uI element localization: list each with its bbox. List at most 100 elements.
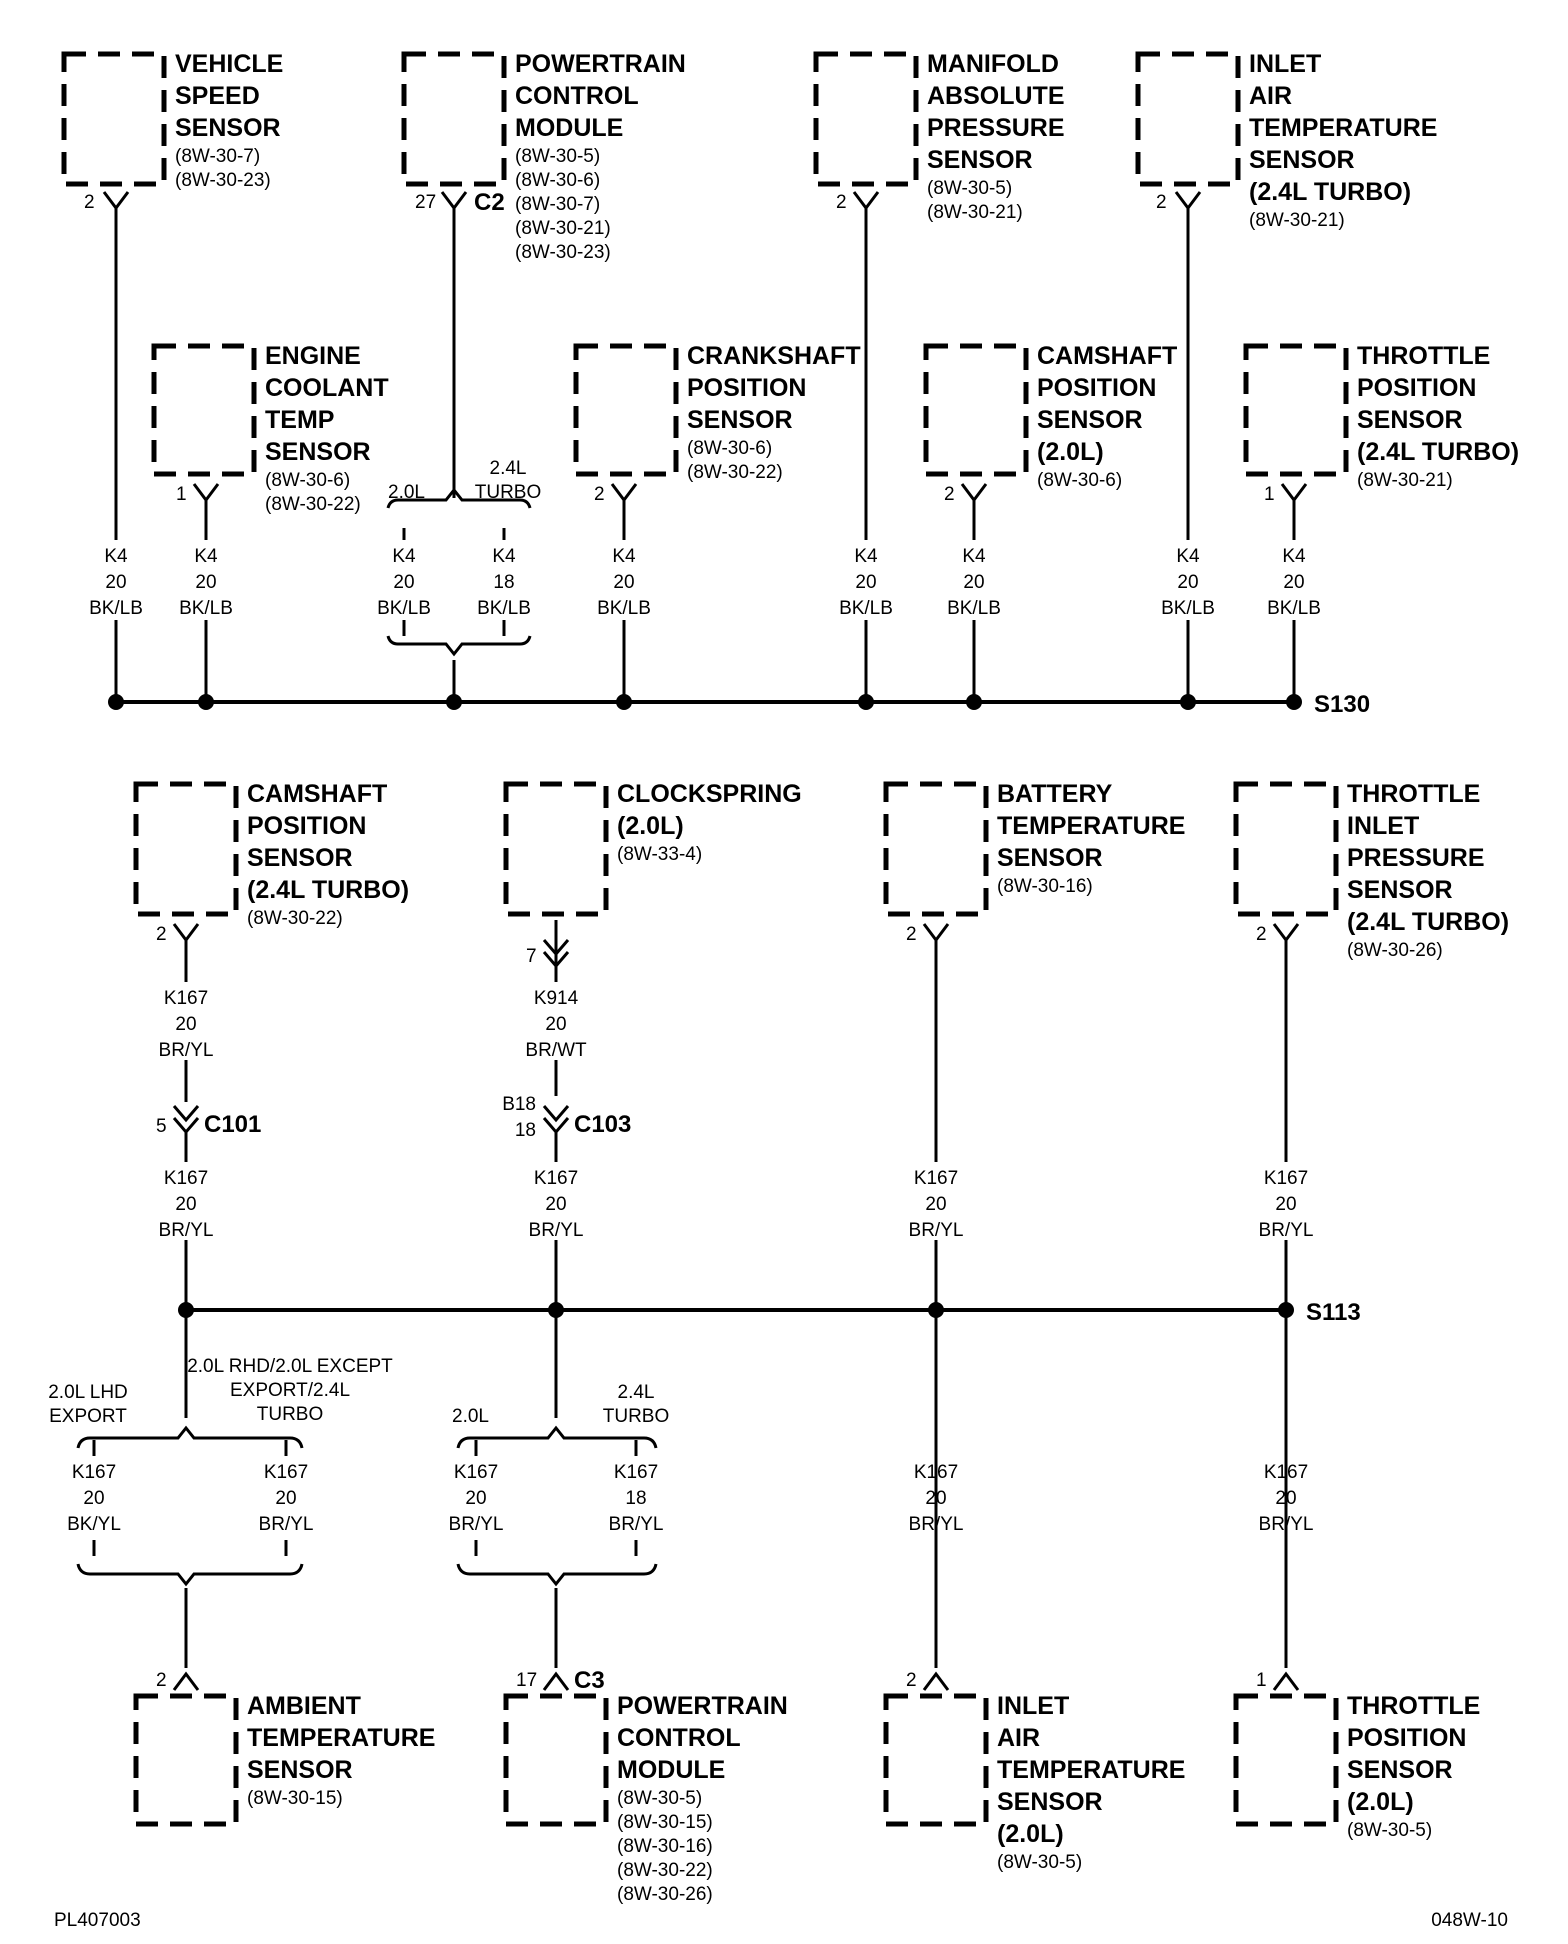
wire-label: BR/WT [525, 1040, 587, 1061]
component-title-line: TEMPERATURE [997, 812, 1185, 840]
connector-name: C103 [574, 1111, 631, 1138]
component-box [923, 343, 1029, 477]
wire-label: K167 [914, 1168, 958, 1189]
page-reference: (8W-30-16) [617, 1836, 713, 1857]
wire-label: BK/LB [597, 598, 651, 619]
connector-terminal-icon [922, 923, 950, 943]
wire-label: BK/LB [1267, 598, 1321, 619]
bottom-pins: 2 17 C3 2 1 [156, 1667, 1300, 1694]
component-title-line: SENSOR [1249, 146, 1355, 174]
component-title-line: PRESSURE [927, 114, 1065, 142]
wire-label: 20 [1275, 1488, 1296, 1509]
component-title-line: (2.0L) [1347, 1788, 1414, 1816]
component-title-line: CLOCKSPRING [617, 780, 802, 808]
component-box [61, 51, 167, 187]
bottom-wires [92, 1310, 1288, 1668]
connector-terminal-icon [172, 1671, 200, 1691]
page-reference: (8W-30-7) [175, 146, 260, 167]
svg-text:(8W-30-5): (8W-30-5) [1347, 1820, 1432, 1841]
component-title-line: POSITION [247, 812, 366, 840]
page-reference: (8W-30-6) [265, 470, 350, 491]
option-label: 2.0L RHD/2.0L EXCEPT [187, 1356, 393, 1377]
svg-text:(8W-30-15): (8W-30-15) [247, 1788, 343, 1809]
page-reference: (8W-30-15) [247, 1788, 343, 1809]
component-title-line: TEMPERATURE [247, 1724, 435, 1752]
pin-number: 2 [1256, 924, 1267, 945]
component-title-line: COOLANT [265, 374, 389, 402]
wire-label: BR/YL [1259, 1514, 1314, 1535]
wire-label: K167 [614, 1462, 658, 1483]
option-bracket [456, 1425, 658, 1449]
component-title-line: CAMSHAFT [1037, 342, 1177, 370]
wire-label: K4 [492, 546, 516, 567]
svg-text:CLOCKSPRING(2.0L): CLOCKSPRING(2.0L) [617, 780, 802, 840]
wire-label: 20 [175, 1194, 196, 1215]
wire-label: 18 [493, 572, 514, 593]
wire-label: 20 [545, 1194, 566, 1215]
wire-label: BK/LB [839, 598, 893, 619]
connector-terminal-icon [102, 191, 130, 211]
svg-text:(8W-33-4): (8W-33-4) [617, 844, 702, 865]
wire-label: 20 [1275, 1194, 1296, 1215]
component-box [1135, 51, 1241, 187]
wire-label: K167 [1264, 1462, 1308, 1483]
wire-label: BR/YL [609, 1514, 664, 1535]
pin-number: 2 [84, 192, 95, 213]
page-reference: (8W-30-22) [247, 908, 343, 929]
wire-label: 20 [393, 572, 414, 593]
pin-number: 2 [944, 484, 955, 505]
splice-s113: S113 [178, 1299, 1361, 1326]
connector-terminal-icon [542, 1671, 570, 1691]
component-title-line: VEHICLE [175, 50, 283, 78]
wire-label: 18 [625, 1488, 646, 1509]
component-title-line: CRANKSHAFT [687, 342, 861, 370]
page-reference: (8W-30-5) [997, 1852, 1082, 1873]
wire-label: BK/LB [947, 598, 1001, 619]
splice-dot [108, 694, 124, 710]
wire-label: BR/YL [159, 1040, 214, 1061]
component-title-line: ABSOLUTE [927, 82, 1065, 110]
component-title-line: INLET [1347, 812, 1419, 840]
component-title-line: TEMPERATURE [1249, 114, 1437, 142]
component-box [813, 51, 919, 187]
page-reference: (8W-30-15) [617, 1812, 713, 1833]
component-title-line: MODULE [515, 114, 623, 142]
component-title-line: THROTTLE [1347, 1692, 1480, 1720]
component-title-line: INLET [997, 1692, 1069, 1720]
pin-number: 2 [836, 192, 847, 213]
splice-dot [198, 694, 214, 710]
svg-text:(8W-30-22): (8W-30-22) [247, 908, 343, 929]
component-title-line: SENSOR [997, 1788, 1103, 1816]
svg-text:(8W-30-5)(8W-30-21): (8W-30-5)(8W-30-21) [927, 178, 1023, 223]
wire-label: K4 [392, 546, 416, 567]
svg-text:(8W-30-5): (8W-30-5) [997, 1852, 1082, 1873]
wire-label: 20 [275, 1488, 296, 1509]
wire-label: K167 [264, 1462, 308, 1483]
